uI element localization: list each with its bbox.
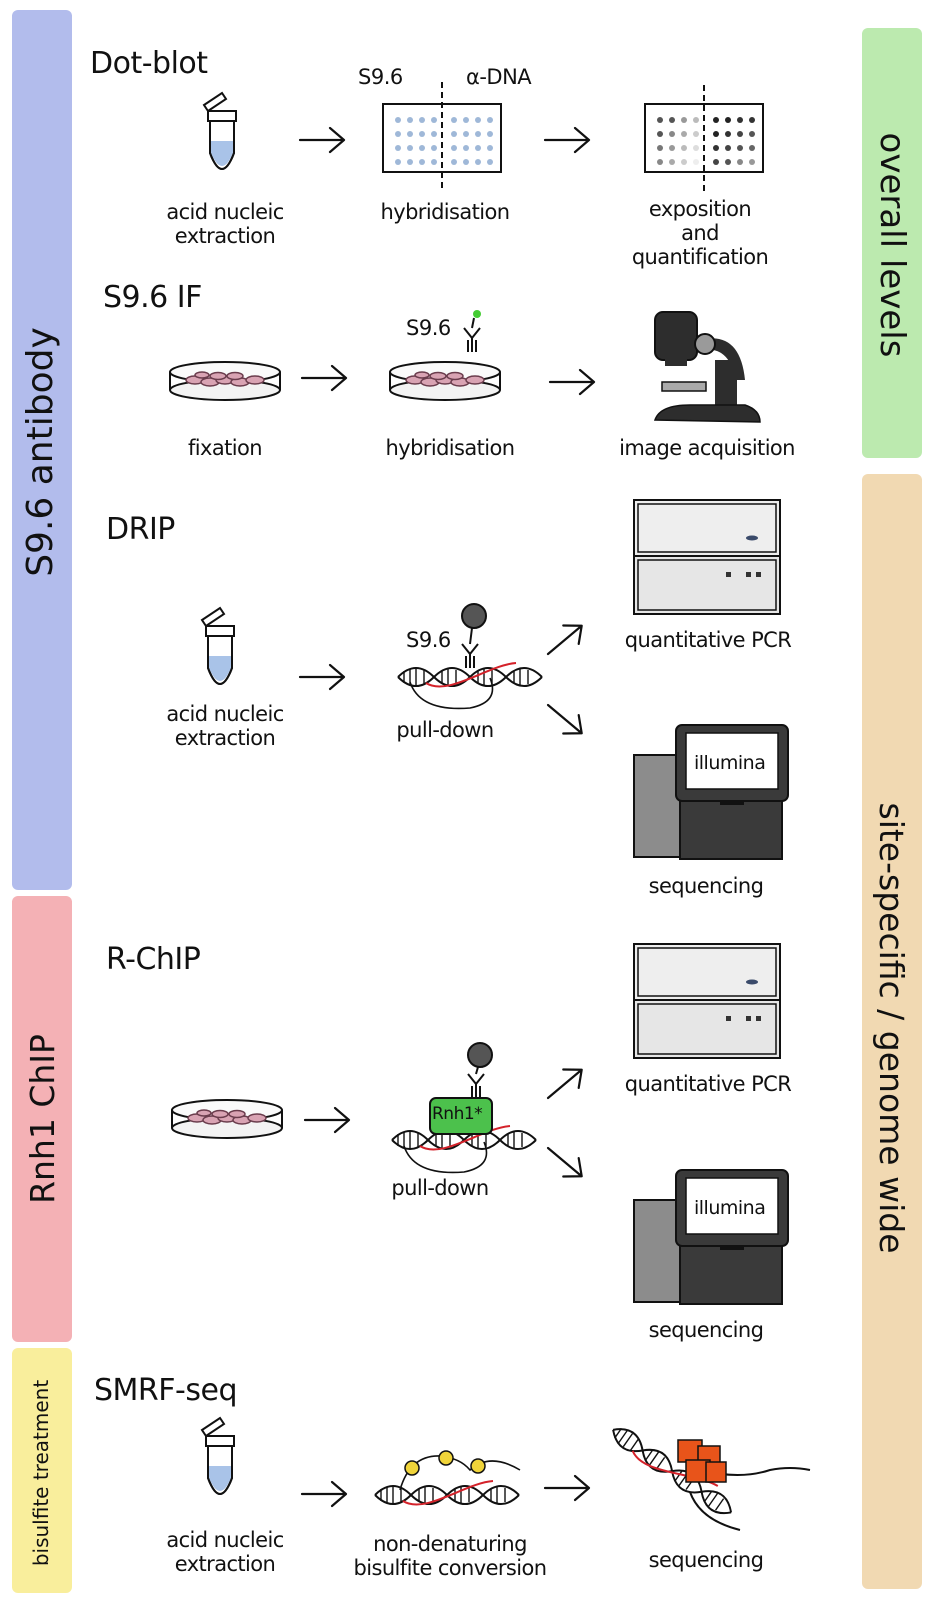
section-title-dotblot: Dot-blot xyxy=(90,46,208,81)
step-label: non-denaturing bisulfite conversion xyxy=(353,1532,548,1580)
dish-icon xyxy=(171,1099,283,1139)
band-label-rnh1: Rnh1 ChIP xyxy=(22,1034,62,1204)
output-label: quantitative PCR xyxy=(624,628,792,652)
band-s96 xyxy=(12,10,72,890)
step-label: image acquisition xyxy=(619,436,795,460)
band-rnh1 xyxy=(12,896,72,1342)
dotblot-tube-icon xyxy=(203,92,237,170)
step-label: pull-down xyxy=(391,1176,489,1200)
band-label-site: site-specific / genome wide xyxy=(872,802,912,1254)
step-label: pull-down xyxy=(396,718,494,742)
arrow-icon xyxy=(543,126,591,154)
step-label: acid nucleic extraction xyxy=(166,702,284,750)
band-site xyxy=(862,474,922,1589)
section-title-if: S9.6 IF xyxy=(103,280,202,315)
step-label: exposition and quantification xyxy=(631,197,769,269)
arrow-down-icon xyxy=(539,1137,591,1187)
section-title-rchip: R-ChIP xyxy=(106,942,201,977)
protein-label: Rnh1* xyxy=(432,1104,483,1124)
band-label-s96: S9.6 antibody xyxy=(19,327,61,577)
band-label-bisulfite: bisulfite treatment xyxy=(29,1379,53,1567)
qpcr-machine-icon xyxy=(633,943,781,1059)
band-overall xyxy=(862,28,922,458)
step-label: acid nucleic extraction xyxy=(166,200,284,248)
membrane-label-adna: α-DNA xyxy=(466,65,532,89)
membrane-exposed-icon xyxy=(644,85,764,195)
arrow-down-icon xyxy=(539,694,591,744)
qpcr-machine-icon xyxy=(633,499,781,615)
section-title-smrf: SMRF-seq xyxy=(94,1373,237,1408)
arrow-icon xyxy=(298,126,346,154)
output-label: sequencing xyxy=(648,1318,764,1342)
band-label-overall: overall levels xyxy=(872,132,912,358)
arrow-icon xyxy=(548,368,596,396)
membrane-s96-icon xyxy=(382,82,502,190)
sequencer-screen-text: illumina xyxy=(694,1197,766,1219)
sequencing-polymerase-icon xyxy=(606,1417,811,1531)
step-label: fixation xyxy=(188,436,263,460)
step-label: sequencing xyxy=(648,1548,764,1572)
section-title-drip: DRIP xyxy=(106,512,175,547)
step-label: acid nucleic extraction xyxy=(166,1528,284,1576)
antibody-icon xyxy=(463,310,481,353)
arrow-icon xyxy=(303,1106,351,1134)
step-label: hybridisation xyxy=(380,200,511,224)
arrow-up-icon xyxy=(539,615,591,665)
band-bisulfite xyxy=(12,1348,72,1593)
smrf-tube-icon xyxy=(201,1417,235,1495)
antibody-label: S9.6 xyxy=(406,628,451,652)
sequencer-screen-text: illumina xyxy=(694,752,766,774)
sequencer-icon xyxy=(633,1169,789,1305)
arrow-icon xyxy=(300,364,348,392)
microscope-icon xyxy=(653,311,761,423)
arrow-icon xyxy=(298,663,346,691)
arrow-up-icon xyxy=(539,1059,591,1109)
drip-tube-icon xyxy=(201,607,235,685)
drip-dna-pulldown-icon xyxy=(397,603,543,710)
output-label: sequencing xyxy=(648,874,764,898)
dish-icon xyxy=(169,361,281,401)
arrow-icon xyxy=(300,1480,348,1508)
bisulfite-dna-icon xyxy=(374,1450,521,1506)
sequencer-icon xyxy=(633,724,789,860)
dish-icon xyxy=(389,361,501,401)
step-label: hybridisation xyxy=(385,436,516,460)
membrane-label-s96: S9.6 xyxy=(358,65,403,89)
output-label: quantitative PCR xyxy=(624,1072,792,1096)
arrow-icon xyxy=(543,1474,591,1502)
antibody-label: S9.6 xyxy=(406,316,451,340)
rchip-dna-pulldown-icon xyxy=(391,1042,537,1174)
